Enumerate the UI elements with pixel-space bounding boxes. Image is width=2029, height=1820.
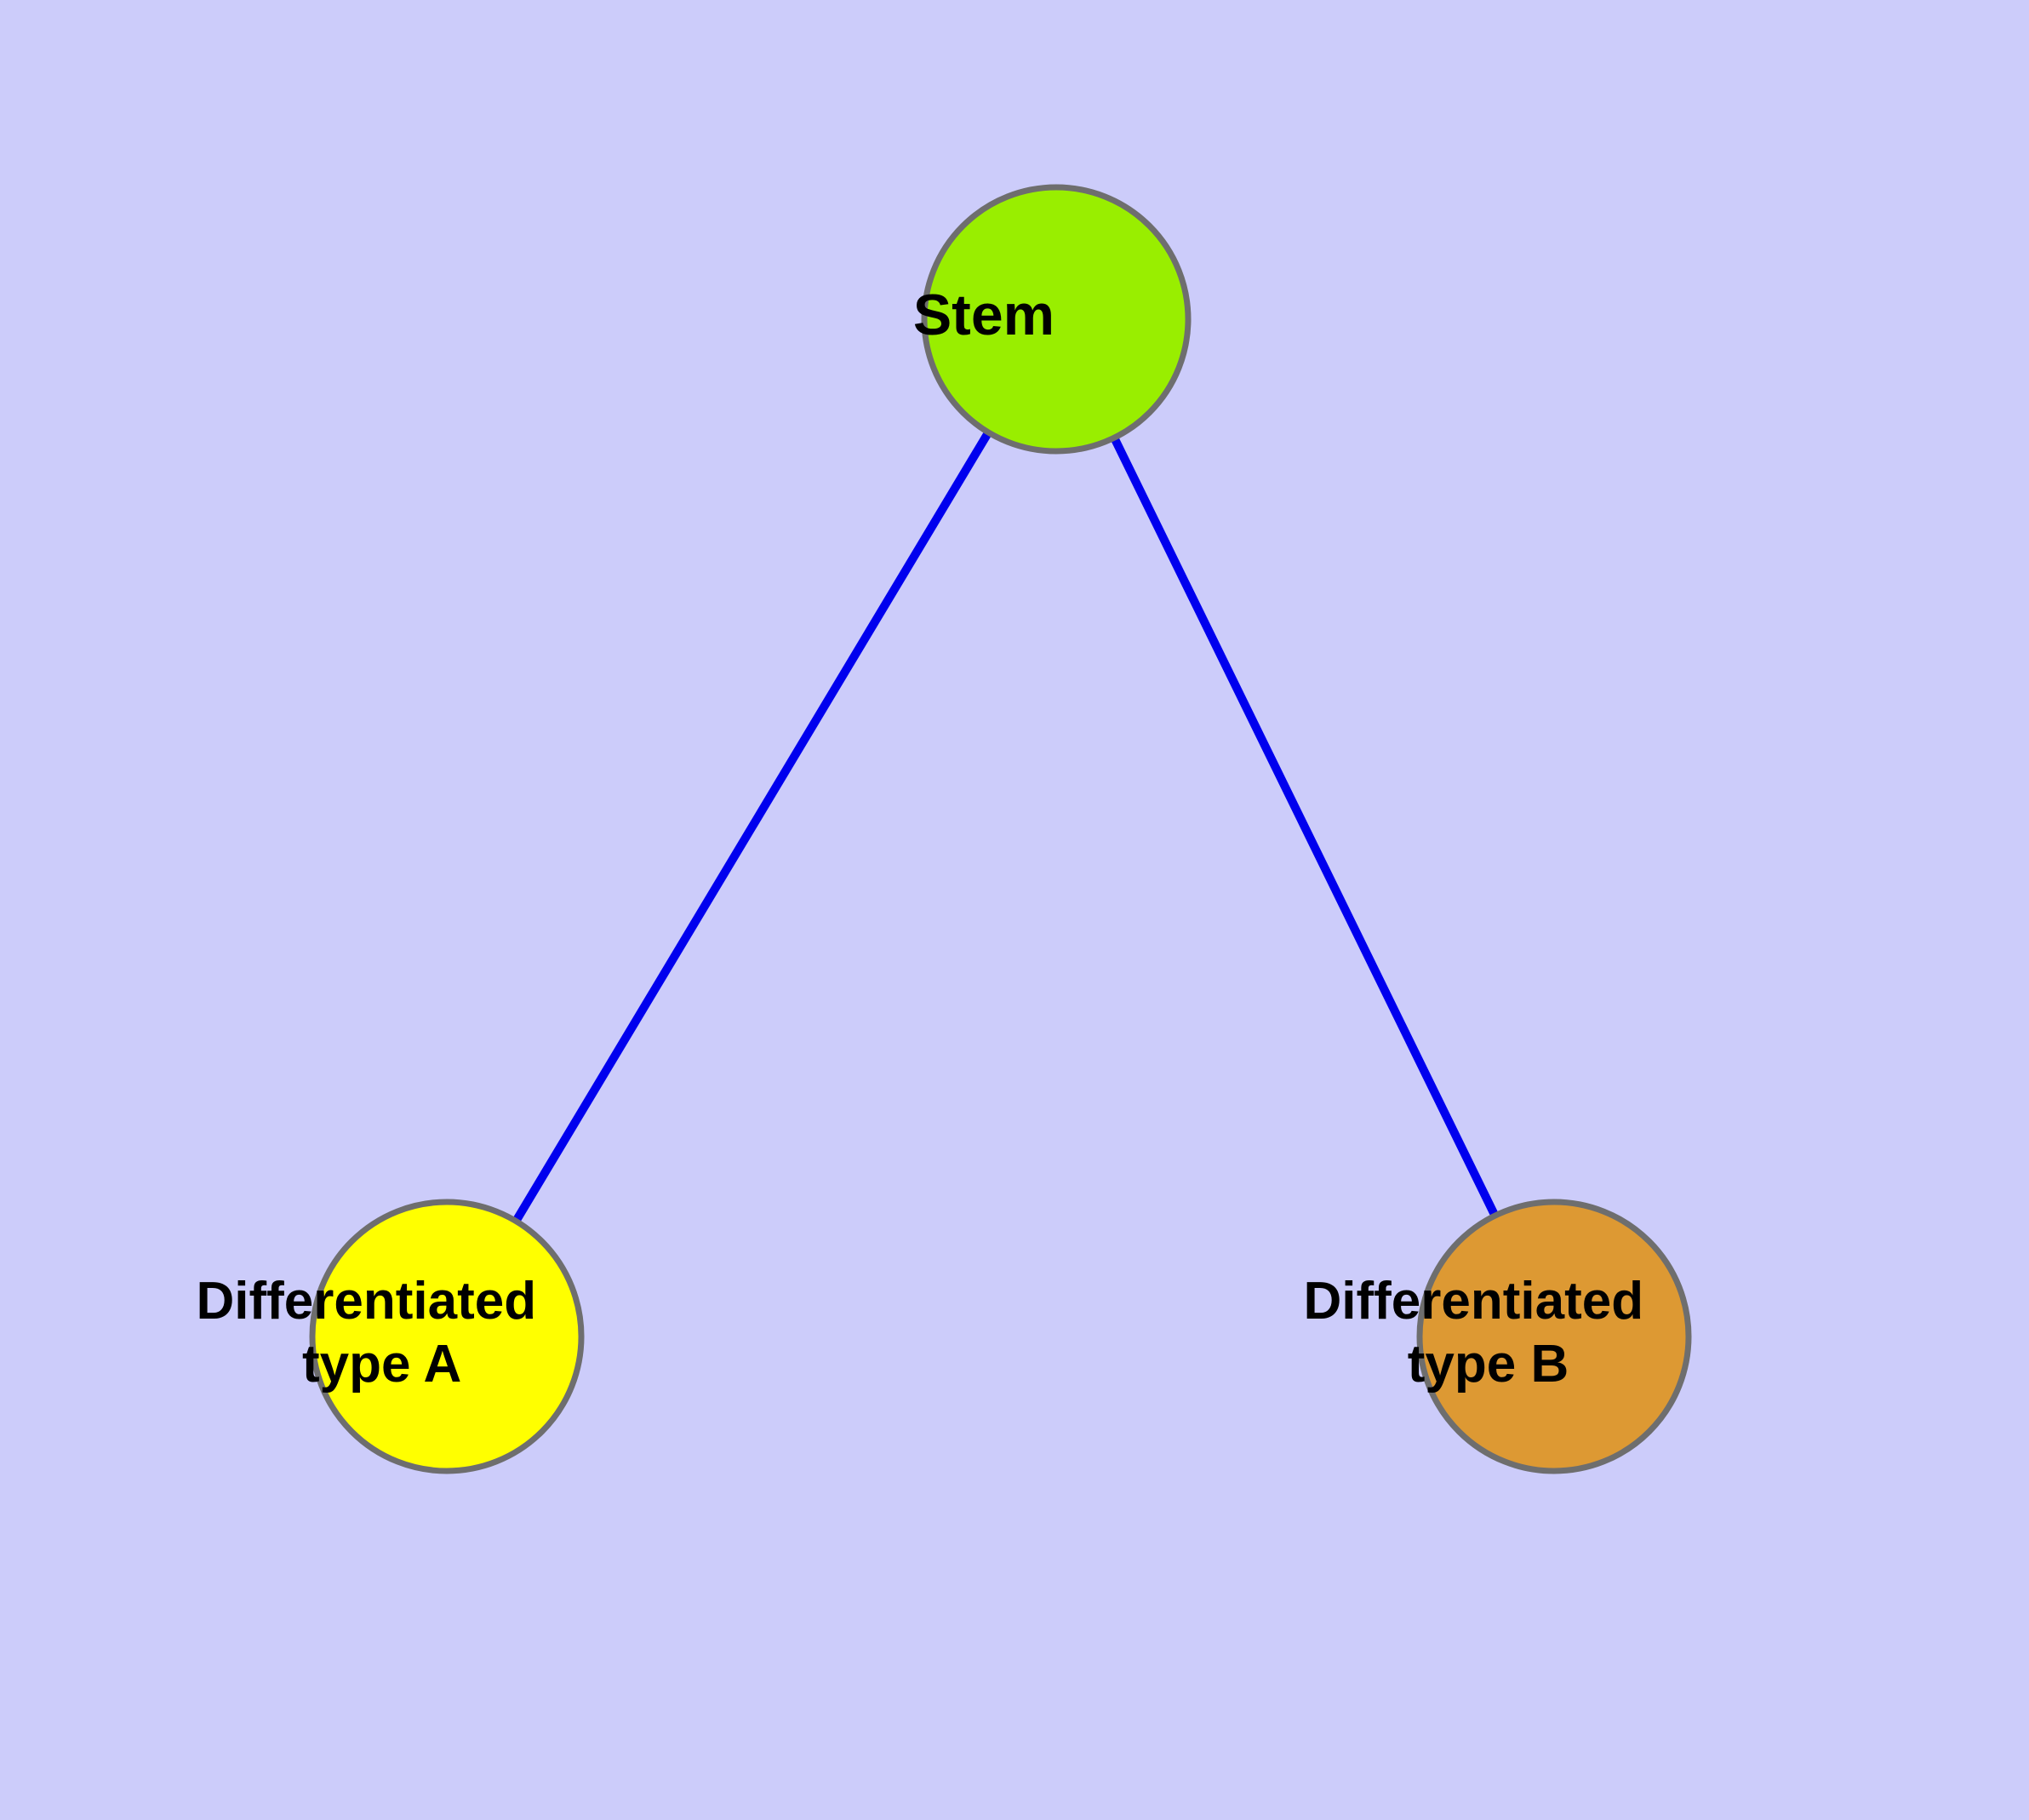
node-differentiated-type-a-circle[interactable] <box>309 1199 585 1474</box>
node-differentiated-type-b-label-line-1: Differentiated <box>1303 1272 1643 1331</box>
node-layer: Stem Differentiated type A Differentiate… <box>196 184 1804 1474</box>
edge-layer <box>443 317 1558 1339</box>
node-stem[interactable]: Stem <box>913 184 1199 455</box>
node-differentiated-type-b-circle[interactable] <box>1416 1199 1692 1474</box>
node-differentiated-type-a-label-line-1: Differentiated <box>196 1272 536 1331</box>
node-differentiated-type-a-label-line-2: type A <box>302 1335 460 1394</box>
node-differentiated-type-a[interactable]: Differentiated type A <box>196 1199 697 1474</box>
edge-stem-to-differentiated-type-a[interactable] <box>443 317 1060 1339</box>
edge-stem-to-differentiated-type-b[interactable] <box>1052 317 1558 1339</box>
node-stem-label-line-1: Stem <box>913 283 1055 347</box>
node-differentiated-type-b[interactable]: Differentiated type B <box>1303 1199 1804 1474</box>
node-differentiated-type-b-label-line-2: type B <box>1408 1335 1569 1394</box>
node-differentiated-type-b-label: Differentiated type B <box>1303 1272 1804 1394</box>
node-differentiated-type-a-label: Differentiated type A <box>196 1272 697 1394</box>
node-stem-label: Stem <box>913 283 1199 347</box>
node-stem-circle[interactable] <box>921 184 1192 455</box>
